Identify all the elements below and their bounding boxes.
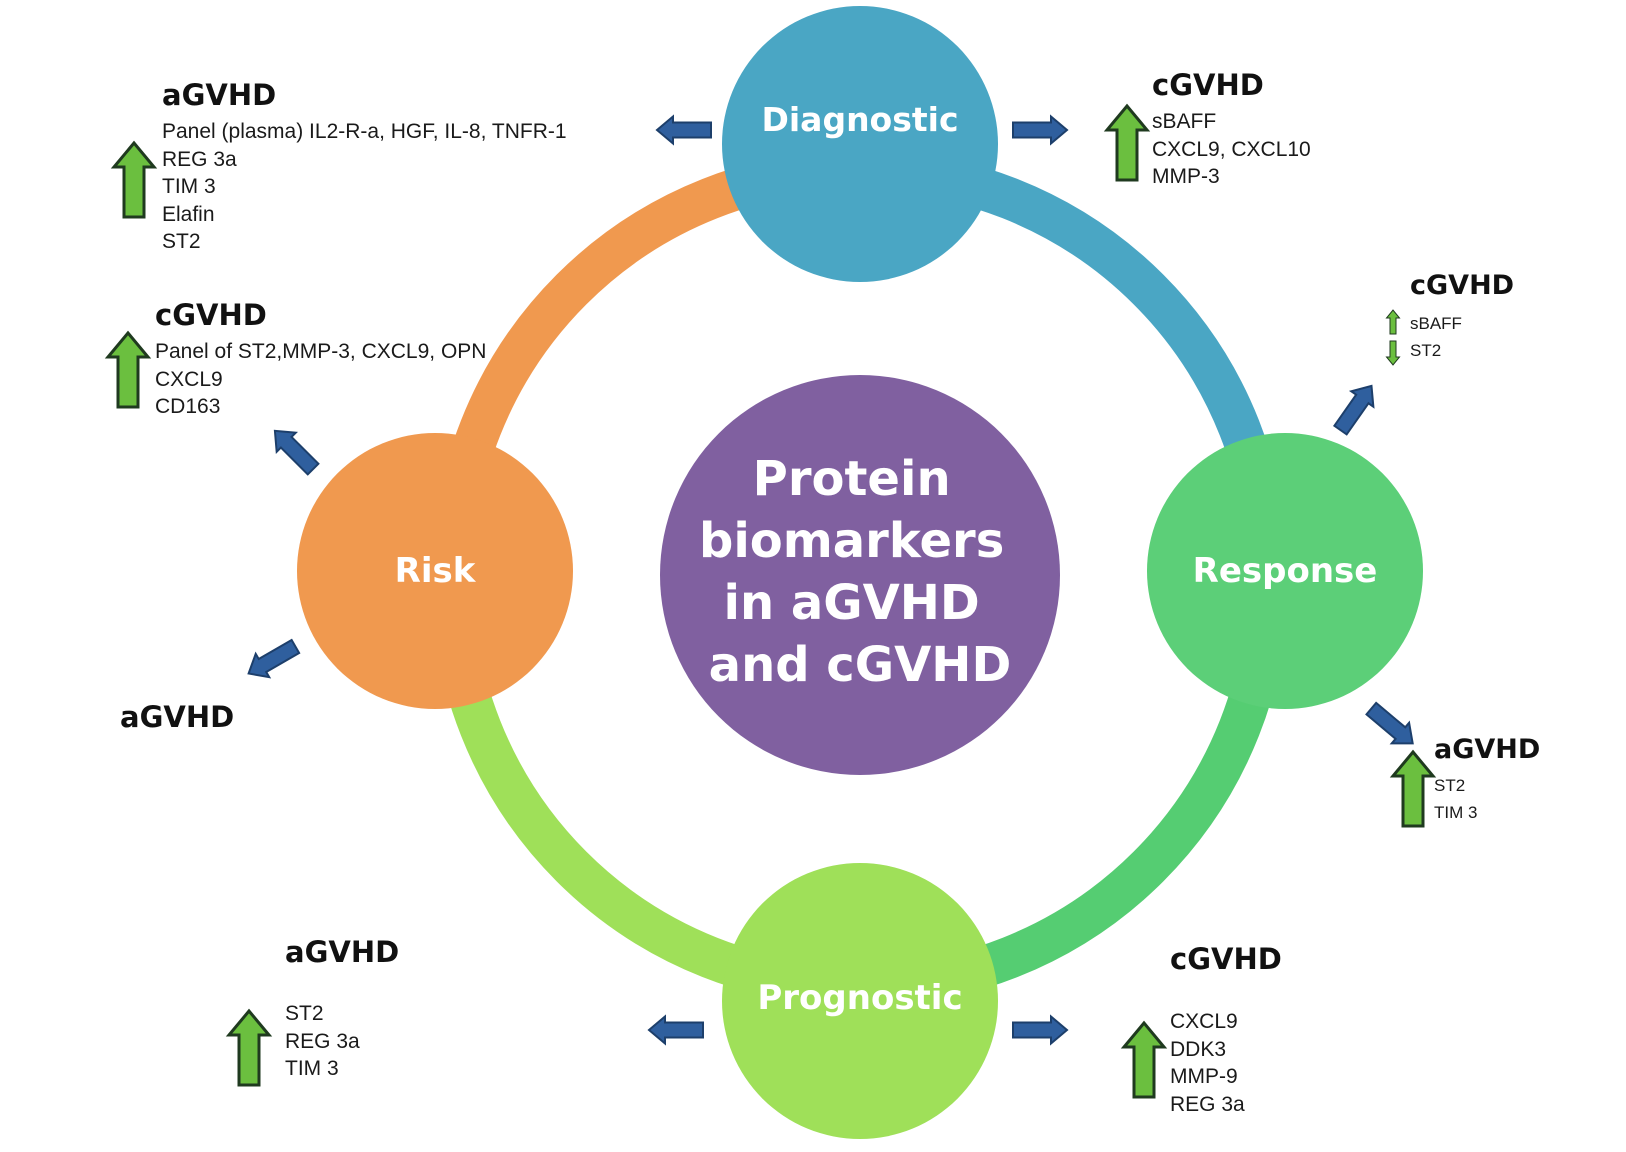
list-item: MMP-3 <box>1152 165 1220 188</box>
list-item: CXCL9, CXCL10 <box>1152 137 1311 161</box>
center-circle <box>660 375 1060 775</box>
diagnostic-agvhd-heading: aGVHD <box>162 78 277 112</box>
response-cgvhd-heading: cGVHD <box>1410 270 1515 301</box>
risk-cgvhd-heading: cGVHD <box>155 298 267 332</box>
list-item: ST2 <box>1434 776 1466 795</box>
diagnostic-label: Diagnostic <box>761 100 958 139</box>
list-item: MMP-9 <box>1170 1065 1238 1088</box>
list-item: Panel (plasma) IL2-R-a, HGF, IL-8, TNFR-… <box>162 120 567 143</box>
svg-text:Protein biomarkers in: Protein biomarkers in aGVHD and cGVHD <box>699 451 1021 693</box>
list-item: TIM 3 <box>162 175 216 198</box>
list-item: Elafin <box>162 202 215 226</box>
response-cgvhd-list: sBAFF ST2 <box>1410 310 1462 364</box>
up-arrow-response-agvhd-icon <box>1389 749 1437 828</box>
arrow-prognostic-right-icon <box>1012 1014 1069 1046</box>
prognostic-cgvhd-list: CXCL9 DDK3 MMP-9 REG 3a <box>1170 1008 1245 1118</box>
up-arrow-risk-cgvhd-icon <box>104 330 152 409</box>
center-line-1: Protein <box>753 451 951 507</box>
up-arrow-diagnostic-agvhd-icon <box>110 140 158 219</box>
center-line-3: in aGVHD <box>723 575 979 631</box>
prognostic-agvhd-heading: aGVHD <box>285 935 400 969</box>
arrow-risk-up-left-icon <box>273 429 320 476</box>
diagnostic-cgvhd-heading: cGVHD <box>1152 68 1264 102</box>
arrow-response-down-right-icon <box>1365 701 1414 745</box>
list-item: ST2 <box>285 1002 324 1025</box>
list-item: ST2 <box>162 230 201 253</box>
list-item: ST2 <box>1410 341 1442 360</box>
list-item: TIM 3 <box>285 1057 339 1080</box>
list-item: Panel of ST2,MMP-3, CXCL9, OPN <box>155 340 487 363</box>
prognostic-node <box>722 863 998 1139</box>
list-item: REG 3a <box>285 1029 360 1053</box>
risk-label: Risk <box>395 551 477 591</box>
response-label: Response <box>1193 551 1378 591</box>
list-item: CXCL9 <box>1170 1010 1238 1033</box>
list-item: REG 3a <box>162 147 237 171</box>
arrow-risk-down-left-icon <box>247 638 301 679</box>
response-agvhd-list: ST2 TIM 3 <box>1434 772 1477 826</box>
diagnostic-cgvhd-list: sBAFF CXCL9, CXCL10 MMP-3 <box>1152 108 1311 191</box>
diagnostic-node <box>722 6 998 282</box>
up-arrow-prognostic-cgvhd-icon <box>1120 1020 1168 1099</box>
prognostic-cgvhd-heading: cGVHD <box>1170 942 1282 976</box>
risk-cgvhd-list: Panel of ST2,MMP-3, CXCL9, OPN CXCL9 CD1… <box>155 338 486 421</box>
diagnostic-agvhd-list: Panel (plasma) IL2-R-a, HGF, IL-8, TNFR-… <box>162 118 567 256</box>
response-agvhd-heading: aGVHD <box>1434 734 1541 765</box>
prognostic-agvhd-list: ST2 REG 3a TIM 3 <box>285 1000 360 1083</box>
list-item: sBAFF <box>1410 314 1462 333</box>
center-line-2: biomarkers <box>699 513 1004 569</box>
list-item: DDK3 <box>1170 1037 1227 1061</box>
list-item: CD163 <box>155 395 221 418</box>
small-down-arrow-st2-icon <box>1385 340 1401 366</box>
up-arrow-diagnostic-cgvhd-icon <box>1103 103 1151 182</box>
arrow-response-up-right-icon <box>1332 384 1375 436</box>
small-up-arrow-sbaff-icon <box>1385 309 1401 335</box>
center-line-4: and cGVHD <box>709 637 1012 693</box>
up-arrow-prognostic-agvhd-icon <box>225 1008 273 1087</box>
list-item: REG 3a <box>1170 1092 1245 1116</box>
list-item: TIM 3 <box>1434 803 1478 822</box>
arrow-diagnostic-right-icon <box>1012 114 1069 146</box>
risk-agvhd-heading: aGVHD <box>120 700 235 734</box>
response-node <box>1147 433 1423 709</box>
list-item: sBAFF <box>1152 110 1217 133</box>
arrow-diagnostic-left-icon <box>655 114 712 146</box>
arrow-prognostic-left-icon <box>647 1014 704 1046</box>
prognostic-label: Prognostic <box>757 978 962 1018</box>
risk-node <box>297 433 573 709</box>
list-item: CXCL9 <box>155 367 223 391</box>
